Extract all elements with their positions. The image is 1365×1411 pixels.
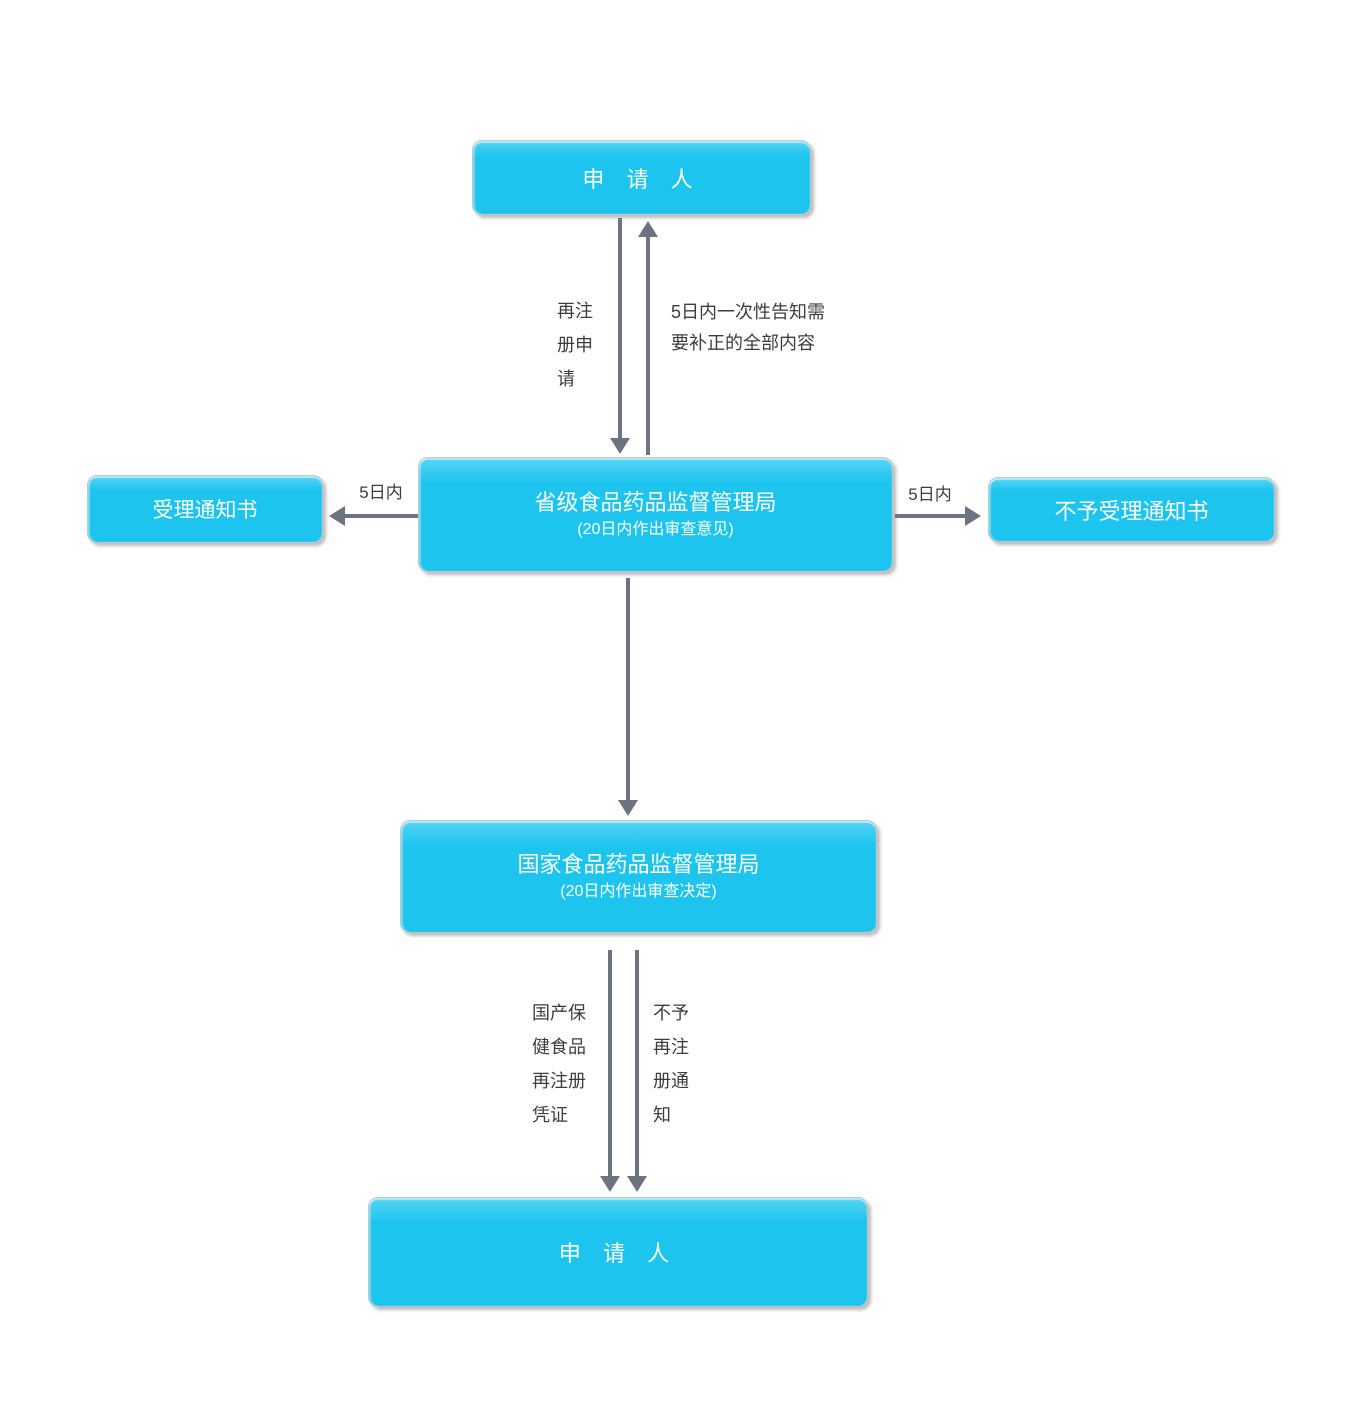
- node-applicant-bottom: 申 请 人: [368, 1197, 868, 1307]
- arrow-reapply-head-icon: [610, 438, 630, 454]
- label-reapply-line2: 册申: [557, 335, 593, 355]
- label-certificate-line4: 凭证: [532, 1105, 568, 1125]
- node-applicant-top-label: 申 请 人: [582, 166, 701, 192]
- node-accept-notice: 受理通知书: [87, 475, 323, 543]
- label-refuse-line1: 不予: [653, 1003, 689, 1023]
- label-refuse: 不予 再注 册通 知: [653, 996, 689, 1132]
- node-provincial-subtitle: (20日内作出审查意见): [577, 520, 734, 538]
- arrow-reject-stem: [895, 514, 965, 518]
- label-certificate-line2: 健食品: [532, 1037, 586, 1057]
- arrow-accept-head-icon: [329, 506, 345, 526]
- arrow-forward-stem: [626, 578, 630, 802]
- arrow-supplement-head-icon: [638, 221, 658, 237]
- label-supplement-line1: 5日内一次性告知需: [671, 302, 826, 322]
- node-provincial-title: 省级食品药品监督管理局: [534, 489, 777, 515]
- arrow-accept-stem: [344, 514, 418, 518]
- label-certificate-line3: 再注册: [532, 1071, 586, 1091]
- node-reject-notice-label: 不予受理通知书: [1054, 498, 1209, 524]
- label-reject-within: 5日内: [908, 485, 952, 504]
- arrow-supplement-stem: [646, 237, 650, 455]
- arrow-reject-head-icon: [965, 506, 981, 526]
- label-supplement-line2: 要补正的全部内容: [671, 333, 815, 353]
- label-certificate-line1: 国产保: [532, 1003, 586, 1023]
- label-refuse-line3: 册通: [653, 1071, 689, 1091]
- label-reapply: 再注 册申 请: [557, 294, 593, 396]
- label-reapply-line1: 再注: [557, 301, 593, 321]
- label-reapply-line3: 请: [557, 369, 575, 389]
- arrow-forward-head-icon: [618, 800, 638, 816]
- label-accept-within: 5日内: [359, 483, 403, 502]
- label-refuse-line2: 再注: [653, 1037, 689, 1057]
- node-national-subtitle: (20日内作出审查决定): [560, 882, 717, 900]
- arrow-reapply-stem: [618, 218, 622, 440]
- label-refuse-line4: 知: [653, 1105, 671, 1125]
- node-applicant-top: 申 请 人: [472, 140, 811, 215]
- node-reject-notice: 不予受理通知书: [988, 477, 1275, 542]
- node-national-fda: 国家食品药品监督管理局 (20日内作出审查决定): [400, 820, 877, 933]
- node-provincial-fda: 省级食品药品监督管理局 (20日内作出审查意见): [418, 457, 893, 572]
- label-certificate: 国产保 健食品 再注册 凭证: [532, 996, 586, 1132]
- node-applicant-bottom-label: 申 请 人: [558, 1241, 678, 1266]
- arrow-certificate-head-icon: [600, 1176, 620, 1192]
- node-accept-notice-label: 受理通知书: [152, 499, 258, 522]
- label-supplement: 5日内一次性告知需 要补正的全部内容: [671, 297, 825, 359]
- arrow-certificate-stem: [608, 950, 612, 1178]
- node-national-title: 国家食品药品监督管理局: [517, 851, 760, 877]
- arrow-refuse-head-icon: [627, 1176, 647, 1192]
- arrow-refuse-stem: [635, 950, 639, 1178]
